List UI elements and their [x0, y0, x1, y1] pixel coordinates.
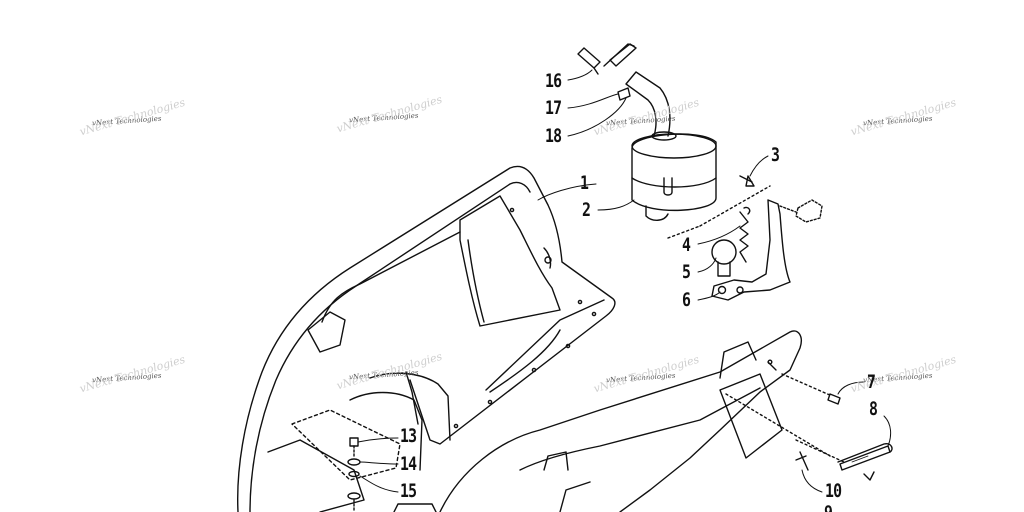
bracket-assembly	[667, 175, 823, 301]
callout-2: 2	[582, 199, 591, 221]
callout-5: 5	[682, 261, 691, 283]
callout-9: 9	[824, 504, 833, 512]
leader-5	[697, 257, 717, 273]
leader-3	[749, 155, 769, 177]
callout-15: 15	[400, 480, 417, 502]
callout-7: 7	[867, 371, 876, 393]
leader-8	[883, 415, 892, 447]
muffler-assembly	[577, 43, 717, 221]
leader-4	[697, 225, 741, 245]
leader-16	[567, 69, 593, 81]
leader-17	[567, 93, 619, 109]
leader-7	[837, 381, 865, 395]
callout-16: 16	[545, 70, 562, 92]
reflector-hardware	[725, 373, 893, 481]
body-shell	[237, 165, 616, 512]
callout-14: 14	[400, 453, 417, 475]
callout-3: 3	[771, 144, 780, 166]
callout-17: 17	[545, 97, 562, 119]
leader-1	[537, 183, 597, 201]
callout-1: 1	[580, 172, 589, 194]
leader-14	[359, 461, 399, 465]
leader-13	[357, 437, 399, 443]
callout-8: 8	[869, 398, 878, 420]
leader-10	[801, 469, 823, 493]
callout-6: 6	[682, 289, 691, 311]
callout-10: 10	[825, 480, 842, 502]
callout-4: 4	[682, 234, 691, 256]
leader-6	[697, 291, 721, 301]
leader-18	[567, 97, 627, 137]
leader-15	[359, 475, 399, 493]
leader-lines	[357, 69, 892, 493]
callout-18: 18	[545, 125, 562, 147]
leader-2	[597, 199, 635, 211]
callout-13: 13	[400, 425, 417, 447]
rear-fender	[439, 330, 802, 512]
fastener-stack	[347, 437, 361, 512]
